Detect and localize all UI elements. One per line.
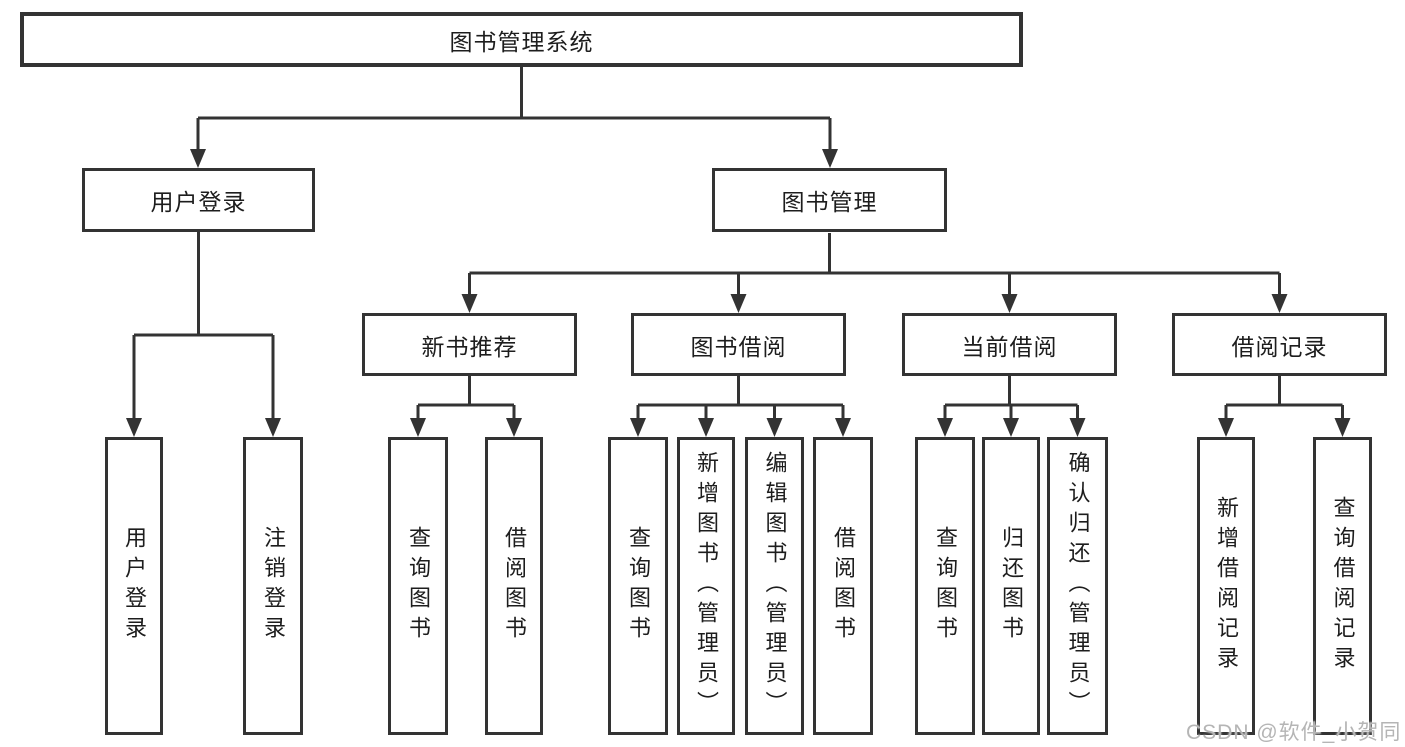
leaf-records-query-record-label: 查询借阅记录 [1330,496,1356,676]
leaf-newbooks-query-books: 查询图书 [388,437,448,735]
connector-paths [132,67,1344,420]
leaf-borrowing-borrow-books: 借阅图书 [813,437,873,735]
leaf-borrowing-add-books-admin-label: 新增图书（管理员） [694,451,719,721]
leaf-borrowing-add-books-admin: 新增图书（管理员） [677,437,735,735]
node-book-borrowing-label: 图书借阅 [690,333,787,360]
leaf-newbooks-borrow-books: 借阅图书 [485,437,543,735]
leaf-borrowing-borrow-books-label: 借阅图书 [831,526,856,646]
node-new-book-recommend-label: 新书推荐 [421,333,518,360]
leaf-records-add-record: 新增借阅记录 [1197,437,1255,735]
node-user-login-label: 用户登录 [150,189,247,215]
leaf-records-query-record: 查询借阅记录 [1313,437,1372,735]
leaf-logout-label: 注销登录 [261,526,286,646]
leaf-borrowing-edit-books-admin: 编辑图书（管理员） [745,437,804,735]
leaf-newbooks-borrow-books-label: 借阅图书 [502,526,527,646]
leaf-records-add-record-label: 新增借阅记录 [1214,496,1239,676]
leaf-current-query-books-label: 查询图书 [933,526,958,646]
leaf-newbooks-query-books-label: 查询图书 [406,526,431,646]
leaf-current-confirm-return-admin: 确认归还（管理员） [1047,437,1108,735]
leaf-user-login: 用户登录 [105,437,163,735]
node-borrowing-records-label: 借阅记录 [1231,333,1328,360]
node-root-label: 图书管理系统 [449,28,594,55]
leaf-borrowing-edit-books-admin-label: 编辑图书（管理员） [762,451,788,721]
node-book-management: 图书管理 [712,168,947,232]
node-book-management-label: 图书管理 [781,189,878,215]
leaf-current-return-books: 归还图书 [982,437,1040,735]
leaf-user-login-label: 用户登录 [122,526,147,646]
node-book-borrowing: 图书借阅 [631,313,846,376]
node-current-borrowing: 当前借阅 [902,313,1117,376]
node-root: 图书管理系统 [20,12,1023,67]
leaf-current-query-books: 查询图书 [915,437,975,735]
leaf-current-confirm-return-admin-label: 确认归还（管理员） [1065,451,1091,721]
leaf-current-return-books-label: 归还图书 [999,526,1024,646]
arrowheads [126,149,1351,437]
leaf-logout: 注销登录 [243,437,303,735]
leaf-borrowing-query-books: 查询图书 [608,437,668,735]
node-borrowing-records: 借阅记录 [1172,313,1387,376]
node-user-login: 用户登录 [82,168,315,232]
leaf-borrowing-query-books-label: 查询图书 [626,526,651,646]
node-current-borrowing-label: 当前借阅 [961,333,1058,360]
csdn-watermark: CSDN @软件_小贺同学 [1186,721,1402,744]
node-new-book-recommend: 新书推荐 [362,313,577,376]
